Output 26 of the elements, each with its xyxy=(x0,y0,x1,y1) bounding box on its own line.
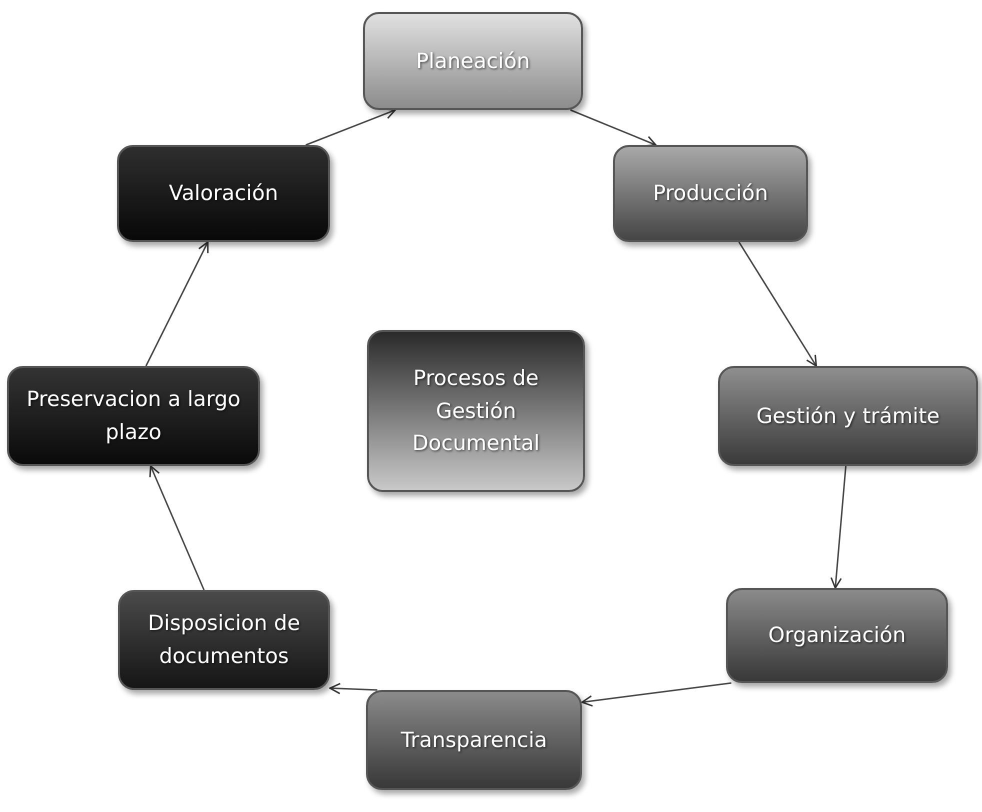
box-label: Producción xyxy=(652,180,770,208)
process-box xyxy=(7,366,260,466)
process-box xyxy=(718,366,978,466)
box-label: Transparencia xyxy=(400,726,548,754)
arrow xyxy=(738,242,818,367)
box-label: Organización xyxy=(767,622,907,650)
arrow xyxy=(329,682,378,694)
process-box xyxy=(366,690,582,790)
box-label: Gestión y trámite xyxy=(755,402,941,430)
arrow xyxy=(830,466,847,589)
arrow xyxy=(306,108,396,146)
box-label: Valoración xyxy=(168,180,280,208)
arrow xyxy=(570,109,657,147)
process-box xyxy=(118,590,330,690)
box-label: Disposicion de documentos xyxy=(146,610,302,670)
arrow xyxy=(145,241,209,366)
process-box xyxy=(363,12,583,110)
box-label: Planeación xyxy=(414,48,531,75)
process-box xyxy=(117,145,330,242)
process-box xyxy=(613,145,808,242)
box-label: Preservacion a largo plazo xyxy=(25,386,242,446)
box-label: Procesos de Gestión Documental xyxy=(411,365,541,458)
process-box xyxy=(726,588,948,683)
arrow xyxy=(581,682,732,707)
center-box xyxy=(367,330,585,492)
arrow xyxy=(149,465,205,590)
